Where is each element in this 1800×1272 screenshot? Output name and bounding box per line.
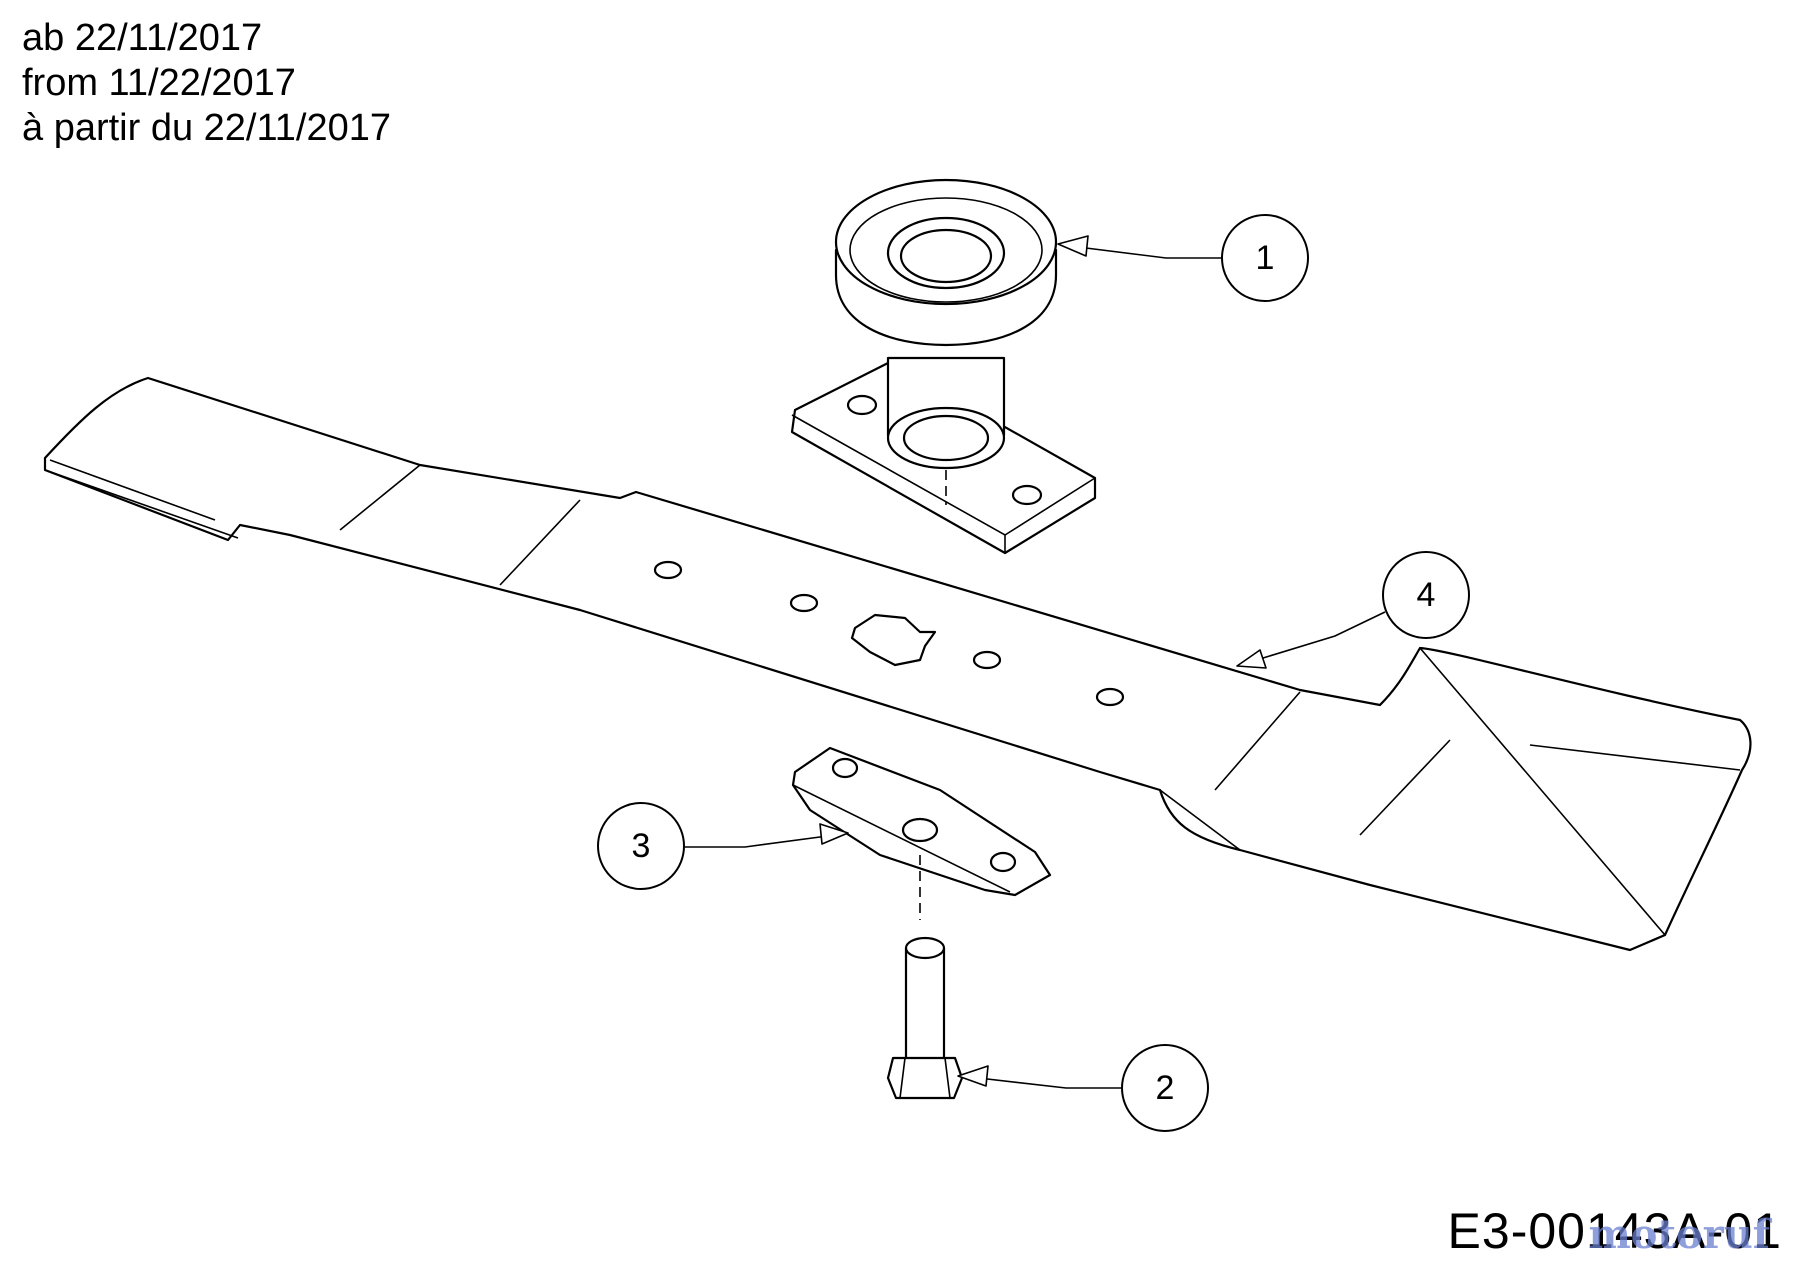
drawing-number: E3-00143A-01: [1447, 1203, 1782, 1259]
callout-1: 1: [1057, 214, 1309, 302]
callout-label-4: 4: [1417, 576, 1436, 614]
blade-stiffener: [791, 746, 1052, 920]
callout-4: 4: [1236, 551, 1470, 669]
callout-3: 3: [597, 802, 849, 890]
callout-label-1: 1: [1256, 239, 1275, 277]
watermark-logo: motoruf: [1588, 1211, 1770, 1258]
date-line-en: from 11/22/2017: [22, 62, 296, 104]
validity-dates: ab 22/11/2017 from 11/22/2017 à partir d…: [22, 16, 391, 151]
blade-bolt: [886, 936, 964, 1100]
mower-blade: [43, 376, 1752, 952]
callout-label-2: 2: [1156, 1069, 1175, 1107]
pulley-hub: [790, 178, 1097, 555]
date-line-de: ab 22/11/2017: [22, 17, 263, 59]
callout-label-3: 3: [632, 827, 651, 865]
date-line-fr: à partir du 22/11/2017: [22, 107, 392, 149]
callout-2: 2: [957, 1044, 1209, 1132]
